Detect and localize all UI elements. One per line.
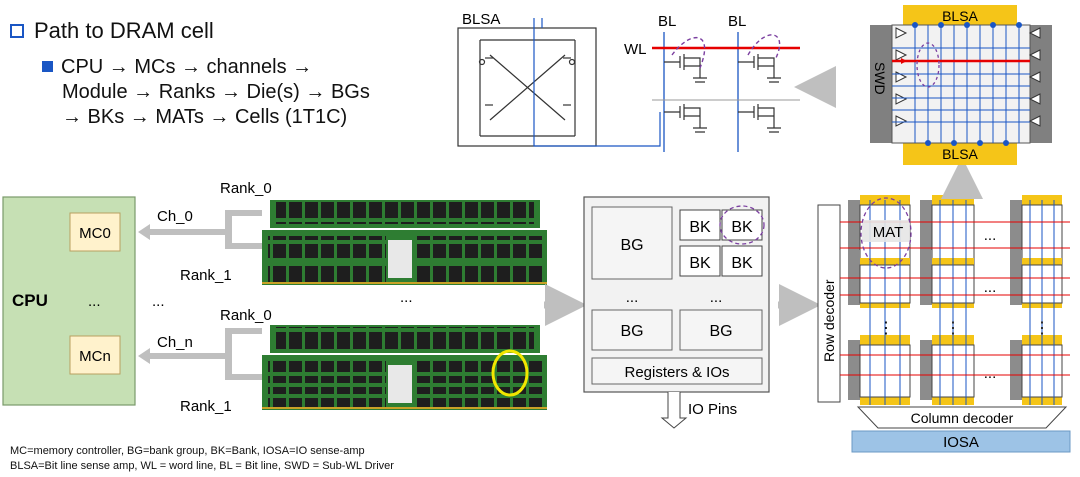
module-dots: ...: [400, 289, 413, 306]
channel-n-label: Ch_n: [157, 334, 193, 351]
heading-bullet: Path to DRAM cell: [10, 18, 214, 44]
bg-label-2: BG: [620, 323, 643, 340]
wordline-label: WL: [624, 41, 647, 58]
path-line-2: Module → Ranks → Die(s) → BGs: [62, 81, 370, 103]
mat-dots-row-3: ...: [984, 365, 997, 382]
registers-label: Registers & IOs: [624, 364, 729, 381]
mat-dots-row-1: ...: [984, 227, 997, 244]
channel-n-connector: [138, 328, 262, 380]
footnote-line-1: MC=memory controller, BG=bank group, BK=…: [10, 445, 365, 457]
cpu-block: CPU ... MC0 MCn: [2, 196, 136, 406]
path-description: CPU → MCs → channels → Module → Ranks → …: [42, 55, 432, 130]
cpu-label: CPU: [12, 291, 48, 310]
dimm-module-top-rank1: [262, 230, 547, 285]
mat-vdots-col-3: ⋮: [1034, 320, 1050, 337]
subarray-blsa-bottom-label: BLSA: [942, 146, 978, 162]
blsa-circuit: [457, 27, 597, 147]
rank-0-top-label: Rank_0: [220, 180, 272, 197]
die-dots-right: ...: [710, 289, 723, 306]
dimm-module-bottom-rank1: [262, 355, 547, 410]
channel-0-label: Ch_0: [157, 208, 193, 225]
bg-label-3: BG: [709, 323, 732, 340]
bk-label-2: BK: [731, 219, 753, 236]
footnote-line-2: BLSA=Bit line sense amp, WL = word line,…: [10, 460, 394, 472]
path-line-3: → BKs → MATs → Cells (1T1C): [62, 106, 348, 128]
swd-label: SWD: [872, 62, 888, 95]
path-line-1: CPU → MCs → channels →: [61, 56, 313, 78]
io-pins-label: IO Pins: [688, 401, 737, 418]
bk-label-1: BK: [689, 219, 711, 236]
heading-text: Path to DRAM cell: [34, 18, 214, 43]
hollow-square-bullet-icon: [10, 24, 24, 38]
rank-0-bottom-label: Rank_0: [220, 307, 272, 324]
blsa-bitline-connection: [533, 18, 661, 147]
filled-square-bullet-icon: [42, 61, 53, 72]
mcn-label: MCn: [79, 348, 111, 365]
mat-vdots-col-1: ⋮: [878, 320, 894, 337]
die-dots-left: ...: [626, 289, 639, 306]
dimm-module-top-rank0: [270, 200, 540, 228]
mat-array: Row decoder: [817, 195, 1071, 453]
die-block: BG BK BK BK BK ... ... BG BG Registers &…: [583, 196, 770, 393]
cpu-dots: ...: [88, 293, 101, 310]
dimm-module-bottom-rank0: [270, 325, 540, 353]
footnote: MC=memory controller, BG=bank group, BK=…: [10, 444, 394, 474]
mcn-box: MCn: [69, 335, 121, 375]
bg-label-1: BG: [620, 237, 643, 254]
io-pins-arrow-icon: [660, 392, 688, 429]
bk-label-3: BK: [689, 255, 711, 272]
mat-dots-row-2: ...: [984, 279, 997, 296]
blsa-label: BLSA: [462, 11, 500, 28]
mc0-box: MC0: [69, 212, 121, 252]
mat-label: MAT: [873, 224, 904, 241]
mat-vdots-col-2: ⋮: [945, 320, 961, 337]
channel-0-connector: [138, 210, 262, 249]
column-decoder-label: Column decoder: [911, 410, 1014, 426]
row-decoder-label: Row decoder: [821, 279, 837, 362]
rank-1-top-label: Rank_1: [180, 267, 232, 284]
subarray-zoom: BLSA BLSA SWD: [870, 5, 1052, 165]
bk-label-4: BK: [731, 255, 753, 272]
channel-dots: ...: [152, 293, 165, 310]
die-highlight-circle: [491, 349, 529, 397]
bitline-label-1: BL: [658, 13, 676, 30]
mc0-label: MC0: [79, 225, 111, 242]
iosa-label: IOSA: [943, 434, 979, 451]
cell-array-circuit: [652, 32, 800, 152]
bitline-label-2: BL: [728, 13, 746, 30]
subarray-blsa-top-label: BLSA: [942, 8, 978, 24]
rank-1-bottom-label: Rank_1: [180, 398, 232, 415]
